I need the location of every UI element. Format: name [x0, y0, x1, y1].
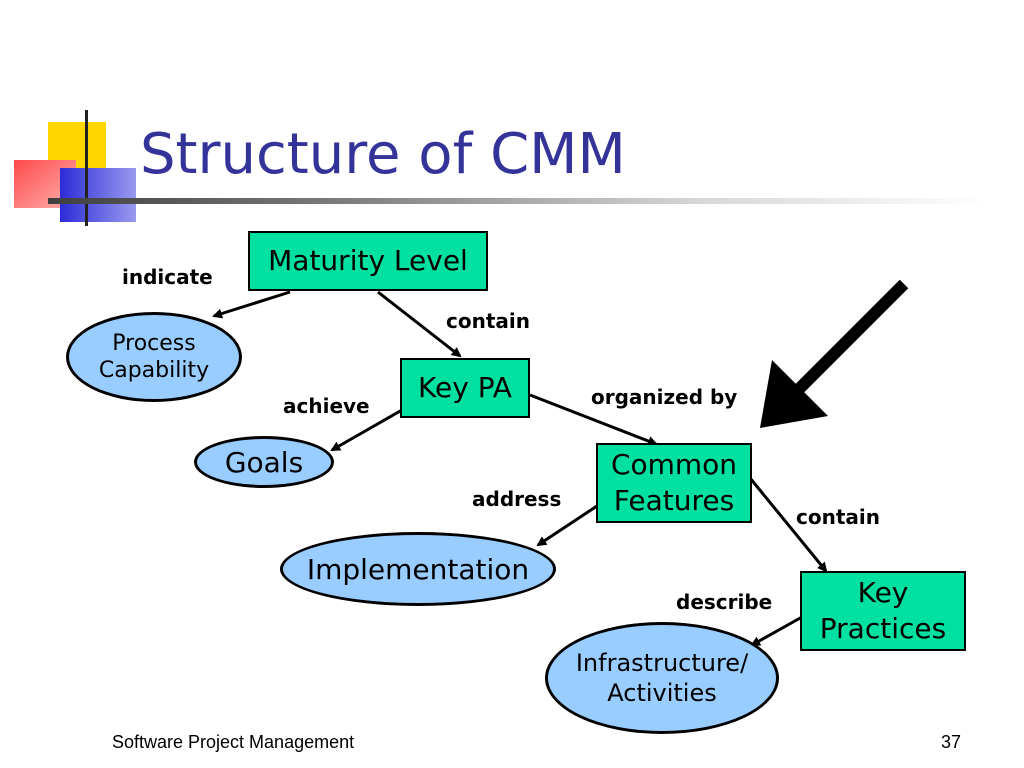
node-key-practices-label: Key Practices: [819, 575, 947, 645]
edge-label-address: address: [472, 487, 562, 511]
edge-label-indicate: indicate: [122, 265, 213, 289]
edge-indicate-arrow: [212, 290, 291, 319]
node-goals-label: Goals: [224, 445, 304, 479]
edge-label-contain: contain: [446, 309, 530, 333]
slide-title: Structure of CMM: [140, 122, 626, 187]
node-process-capability-label: Process Capability: [98, 330, 210, 384]
edge-label-describe: describe: [676, 590, 773, 614]
edge-contain-arrow: [377, 290, 462, 358]
footer-page-number: 37: [941, 732, 962, 752]
title-rule: [48, 198, 988, 204]
deco-vertical-line: [85, 110, 88, 226]
deco-blue-square: [60, 168, 136, 222]
node-common-features: Common Features: [596, 443, 752, 523]
node-infrastructure-activities: Infrastructure/ Activities: [545, 622, 779, 734]
node-infrastructure-activities-label: Infrastructure/ Activities: [575, 649, 749, 707]
node-process-capability: Process Capability: [66, 312, 242, 402]
edge-achieve-arrow: [330, 408, 403, 452]
edge-describe-arrow: [750, 615, 803, 647]
node-implementation: Implementation: [280, 532, 556, 606]
edge-organized-by-arrow: [529, 393, 658, 446]
footer-course-title: Software Project Management: [112, 732, 355, 752]
edge-address-arrow: [536, 502, 601, 547]
node-common-features-label: Common Features: [610, 447, 738, 517]
node-goals: Goals: [194, 436, 334, 488]
node-key-pa: Key PA: [400, 358, 530, 418]
node-maturity-level-label: Maturity Level: [268, 243, 468, 277]
edge-label-contain-2: contain: [796, 505, 880, 529]
node-key-pa-label: Key PA: [418, 370, 512, 404]
node-implementation-label: Implementation: [306, 552, 530, 586]
edge-label-organized-by: organized by: [591, 385, 738, 409]
pointer-arrow: [760, 279, 909, 428]
edge-label-achieve: achieve: [283, 394, 370, 418]
edge-contain-2-arrow: [748, 477, 828, 573]
node-maturity-level: Maturity Level: [248, 231, 488, 291]
node-key-practices: Key Practices: [800, 571, 966, 651]
